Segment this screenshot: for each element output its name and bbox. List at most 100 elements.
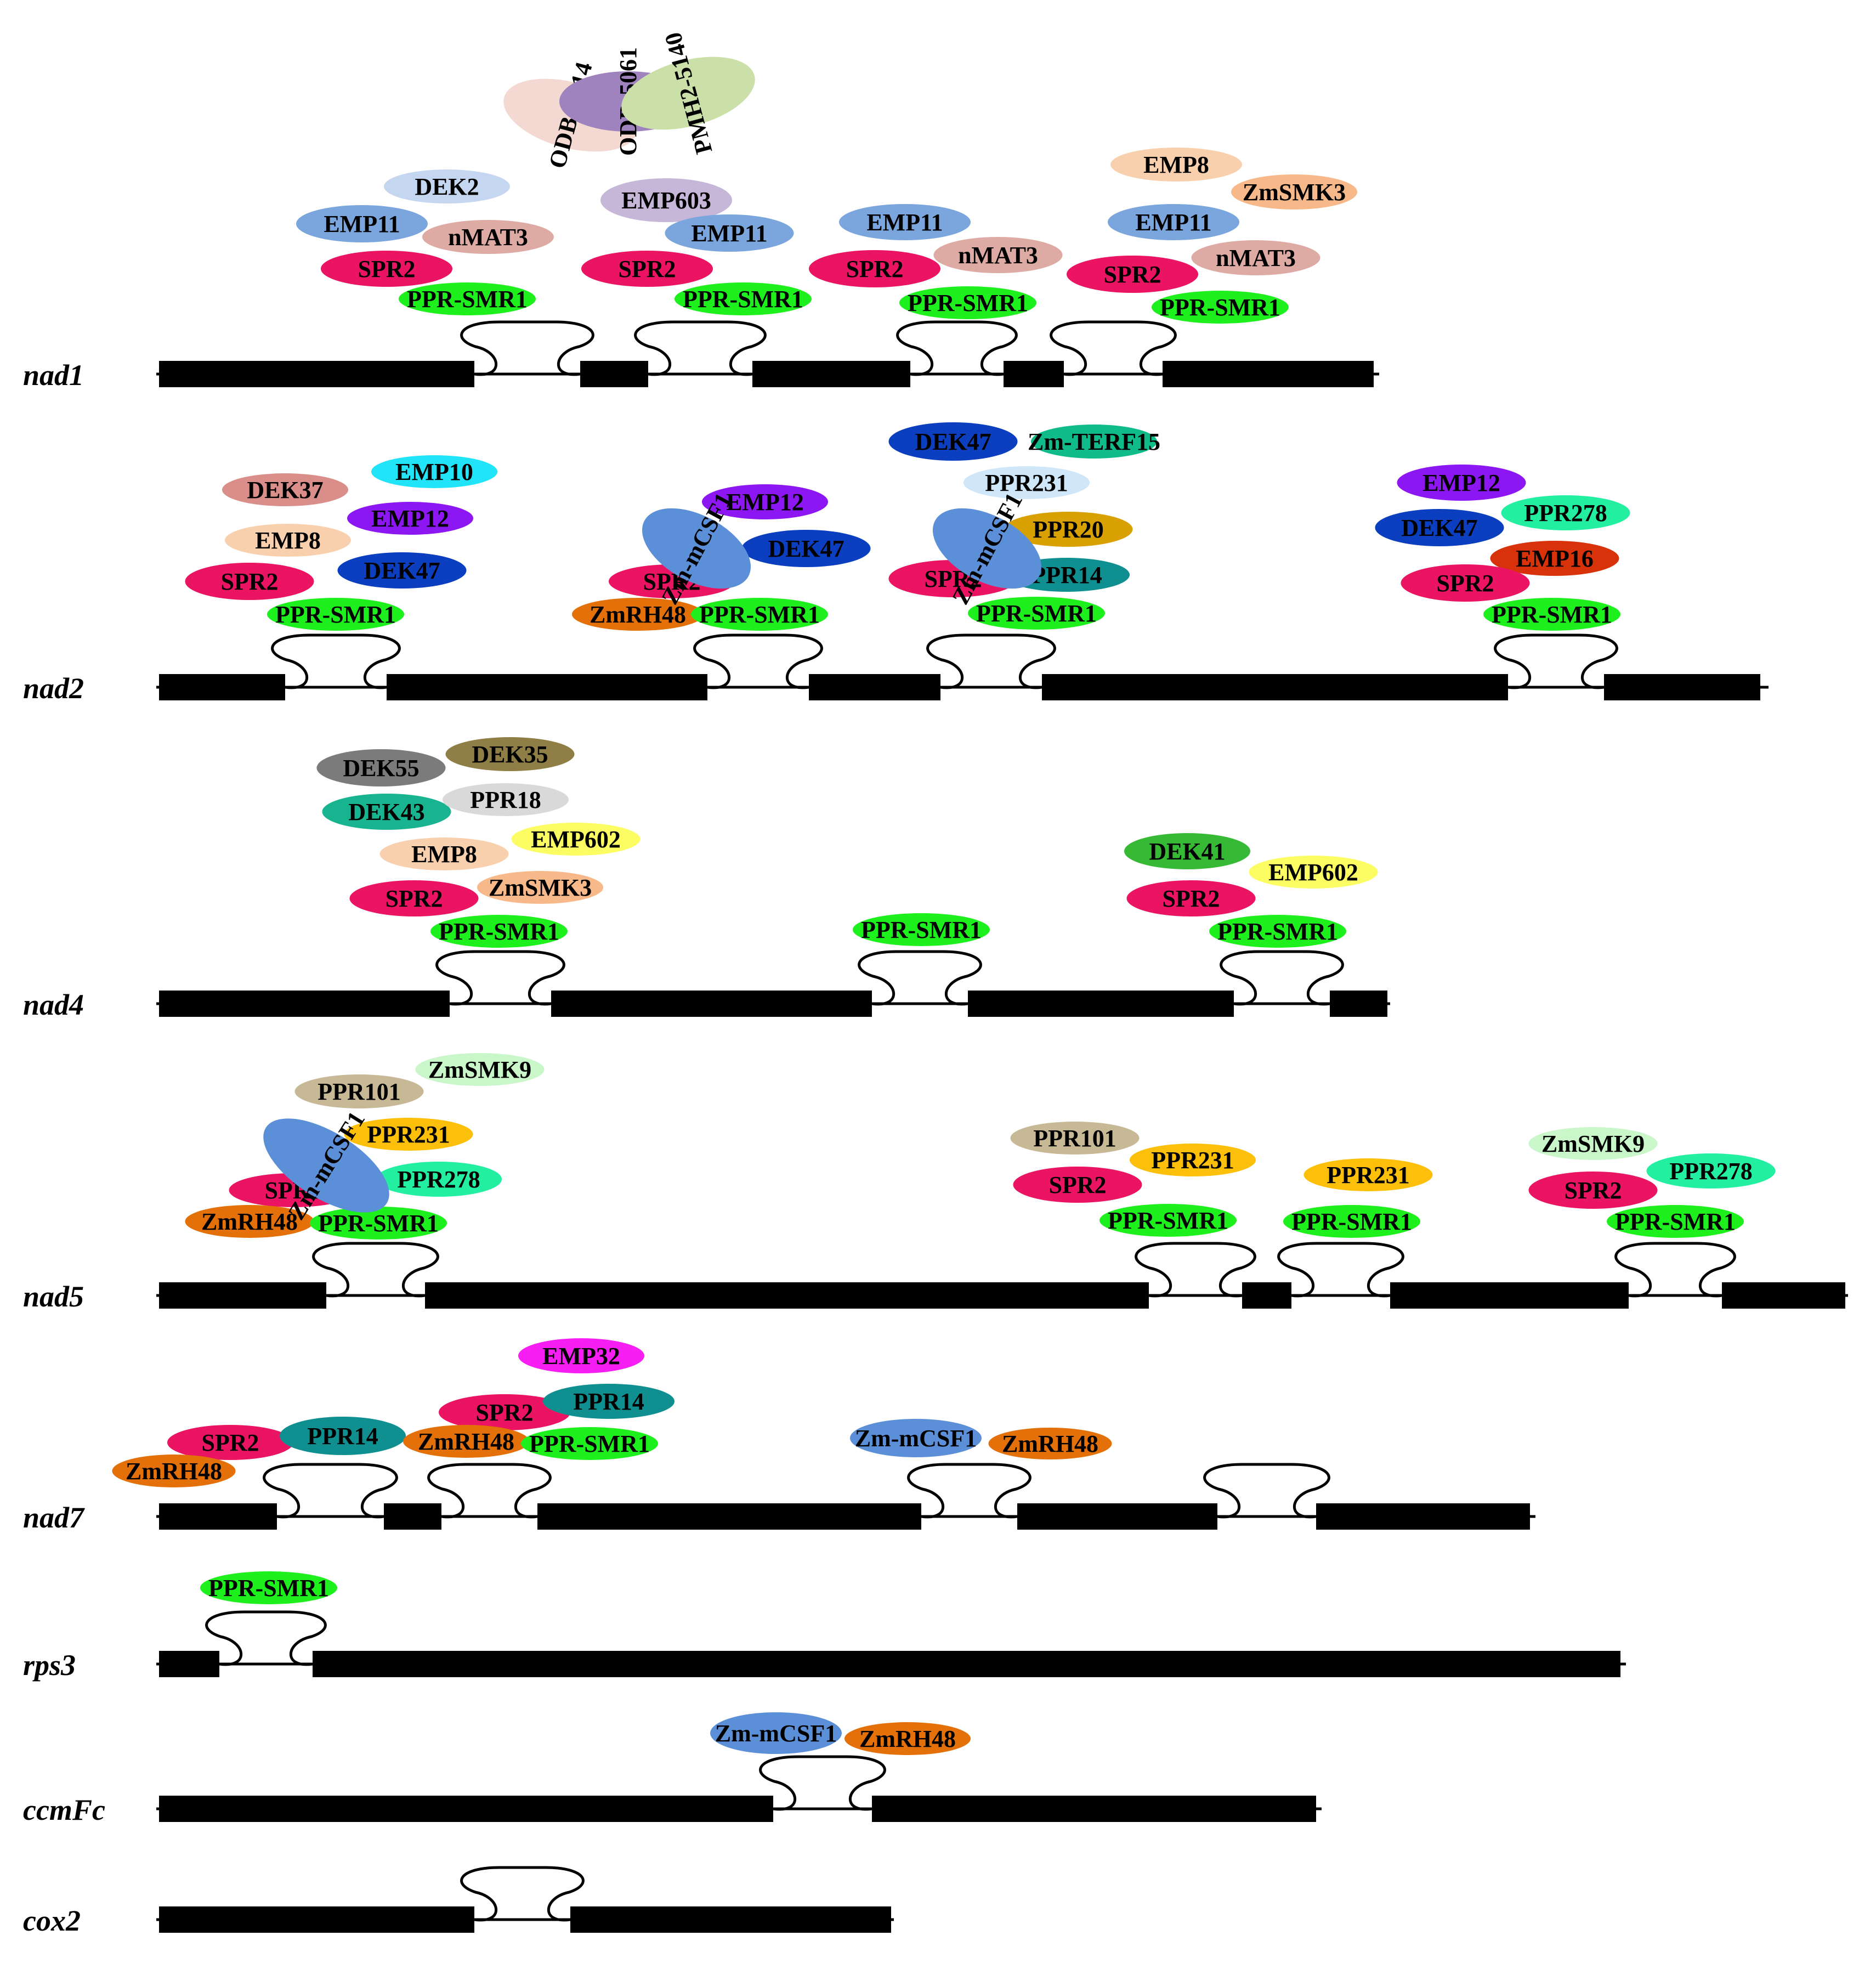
protein-ellipse <box>572 598 704 631</box>
protein-dek47: DEK47 <box>1375 509 1504 546</box>
protein-zmrh48: ZmRH48 <box>988 1428 1112 1459</box>
protein-ellipse <box>518 1338 644 1373</box>
protein-ellipse <box>888 422 1018 461</box>
protein-label: PPR278 <box>397 1166 480 1193</box>
exon <box>384 1503 441 1530</box>
protein-ellipse <box>1397 465 1526 501</box>
exon <box>1004 361 1064 387</box>
protein-ellipse <box>675 282 812 315</box>
protein-ellipse <box>1249 856 1378 889</box>
protein-zmrh48: ZmRH48 <box>572 598 704 631</box>
intron-loop <box>1494 633 1618 689</box>
protein-ellipse <box>543 1384 675 1419</box>
protein-ellipse <box>280 1417 406 1455</box>
protein-label: PPR-SMR1 <box>1108 1207 1228 1234</box>
protein-label: EMP11 <box>691 220 767 247</box>
protein-ppr-smr1: PPR-SMR1 <box>899 286 1036 319</box>
protein-label: PPR-SMR1 <box>699 601 820 628</box>
protein-nmat3: nMAT3 <box>422 220 554 254</box>
exon <box>159 1796 773 1822</box>
protein-ppr-smr1: PPR-SMR1 <box>968 597 1105 630</box>
protein-label: PPR101 <box>1033 1125 1116 1152</box>
exon <box>752 361 910 387</box>
protein-spr2: SPR2 <box>809 250 940 287</box>
protein-ellipse <box>267 598 404 631</box>
protein-label: SPR2 <box>846 256 903 282</box>
protein-label: Zm-TERF15 <box>1028 428 1160 455</box>
protein-zm-mcsf1: Zm-mCSF1 <box>710 1712 842 1754</box>
protein-label: SPR2 <box>475 1399 533 1426</box>
protein-emp603: EMP603 <box>600 178 732 222</box>
exon <box>159 991 450 1017</box>
protein-ellipse <box>200 1571 337 1604</box>
protein-ellipse <box>1110 148 1242 182</box>
exon <box>551 991 872 1017</box>
exon <box>537 1503 921 1530</box>
protein-label: PPR14 <box>307 1423 378 1450</box>
protein-ppr101: PPR101 <box>294 1074 424 1108</box>
protein-zmrh48: ZmRH48 <box>403 1425 529 1458</box>
gene-track-nad1: nad1DEK2EMP11nMAT3SPR2PPR-SMR1ODB-0814OD… <box>23 30 1379 392</box>
protein-label: PPR-SMR1 <box>275 601 396 628</box>
protein-ellipse <box>1108 204 1239 240</box>
protein-label: nMAT3 <box>958 242 1038 269</box>
gene-label: rps3 <box>23 1649 76 1682</box>
intron-loop <box>907 1463 1031 1519</box>
protein-ellipse <box>337 552 467 588</box>
protein-label: PPR-SMR1 <box>439 918 559 945</box>
intron-loop <box>1135 1242 1256 1298</box>
protein-ppr-smr1: PPR-SMR1 <box>1099 1204 1237 1237</box>
protein-emp11: EMP11 <box>1108 204 1239 240</box>
protein-ppr-smr1: PPR-SMR1 <box>1607 1205 1744 1238</box>
protein-ppr-smr1: PPR-SMR1 <box>521 1427 658 1460</box>
protein-label: PPR278 <box>1524 500 1607 527</box>
protein-ellipse <box>839 204 971 240</box>
protein-label: EMP12 <box>1422 469 1500 496</box>
gene-label: cox2 <box>23 1904 81 1937</box>
protein-label: PPR-SMR1 <box>861 916 982 943</box>
protein-label: EMP8 <box>1143 151 1209 178</box>
protein-label: nMAT3 <box>1216 245 1296 271</box>
protein-ppr20: PPR20 <box>1004 512 1133 547</box>
protein-label: PPR14 <box>1031 562 1102 588</box>
protein-emp602: EMP602 <box>511 823 641 856</box>
protein-ellipse <box>1209 915 1346 948</box>
protein-spr2: SPR2 <box>1067 256 1198 293</box>
protein-label: SPR2 <box>358 256 415 282</box>
intron-loop <box>858 950 982 1006</box>
protein-label: DEK35 <box>472 741 548 768</box>
exon <box>425 1282 1149 1309</box>
protein-label: PPR-SMR1 <box>1160 294 1280 321</box>
protein-emp32: EMP32 <box>518 1338 644 1373</box>
protein-zm-terf15: Zm-TERF15 <box>1028 425 1160 459</box>
exon <box>313 1651 1620 1677</box>
intron-loop <box>435 950 565 1006</box>
protein-ellipse <box>741 530 871 567</box>
protein-ellipse <box>1031 425 1157 459</box>
protein-ellipse <box>1401 564 1530 602</box>
protein-ppr18: PPR18 <box>443 783 569 816</box>
protein-ellipse <box>222 473 348 506</box>
protein-label: DEK43 <box>348 799 424 825</box>
protein-ppr-smr1: PPR-SMR1 <box>200 1571 337 1604</box>
protein-ellipse <box>316 749 446 786</box>
protein-zmsmk3: ZmSMK3 <box>1231 174 1357 210</box>
protein-ellipse <box>263 1118 389 1213</box>
protein-ellipse <box>296 205 428 242</box>
protein-label: ZmRH48 <box>1002 1430 1098 1457</box>
exon <box>1390 1282 1629 1309</box>
gene-track-rps3: rps3 PPR-SMR1 <box>23 1571 1626 1682</box>
gene-label: ccmFc <box>23 1793 105 1826</box>
exon <box>809 674 940 700</box>
protein-ellipse <box>581 251 713 287</box>
protein-ellipse <box>1130 1144 1256 1176</box>
protein-ellipse <box>376 1162 502 1197</box>
protein-emp8: EMP8 <box>225 524 351 557</box>
protein-ellipse <box>1010 1122 1140 1155</box>
protein-ellipse <box>1004 512 1133 547</box>
protein-label: ZmSMK3 <box>1243 179 1346 206</box>
protein-emp602: EMP602 <box>1249 856 1378 889</box>
